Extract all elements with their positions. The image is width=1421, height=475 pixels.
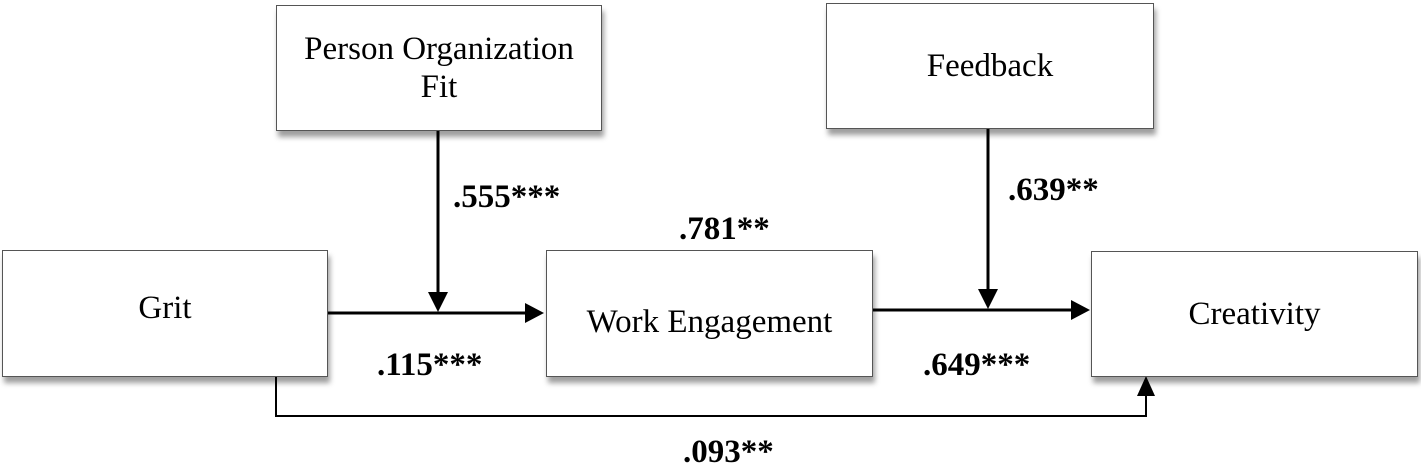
node-creativity-label: Creativity — [1188, 296, 1321, 332]
node-grit-label: Grit — [138, 289, 192, 326]
coef-feedback-moderation: .639** — [1008, 172, 1099, 208]
node-feedback-label: Feedback — [926, 48, 1054, 84]
arrowhead-grit-to-creativity — [1137, 376, 1155, 396]
coef-grit-to-engagement: .115*** — [377, 347, 483, 383]
arrowhead-feedback-moderation — [978, 289, 998, 309]
node-work-engagement: Work Engagement — [546, 250, 873, 377]
arrowhead-pof-moderation — [428, 292, 448, 312]
coef-engagement: .781** — [679, 211, 770, 247]
node-person-organization-fit-line-1: Person Organization — [304, 31, 574, 67]
node-creativity: Creativity — [1091, 251, 1418, 377]
node-grit: Grit — [2, 250, 328, 377]
coef-grit-to-creativity: .093** — [683, 434, 774, 470]
arrow-grit-to-creativity — [275, 377, 1147, 417]
coef-pof-moderation: .555*** — [453, 179, 561, 215]
node-work-engagement-label: Work Engagement — [586, 303, 833, 340]
arrowhead-grit-to-engagement — [525, 303, 544, 323]
coef-engagement-to-creativity: .649*** — [923, 347, 1031, 383]
node-person-organization-fit: Person Organization Fit — [276, 5, 602, 131]
node-feedback: Feedback — [826, 3, 1154, 129]
arrowhead-engagement-to-creativity — [1071, 300, 1090, 320]
node-person-organization-fit-line-2: Fit — [420, 69, 458, 105]
